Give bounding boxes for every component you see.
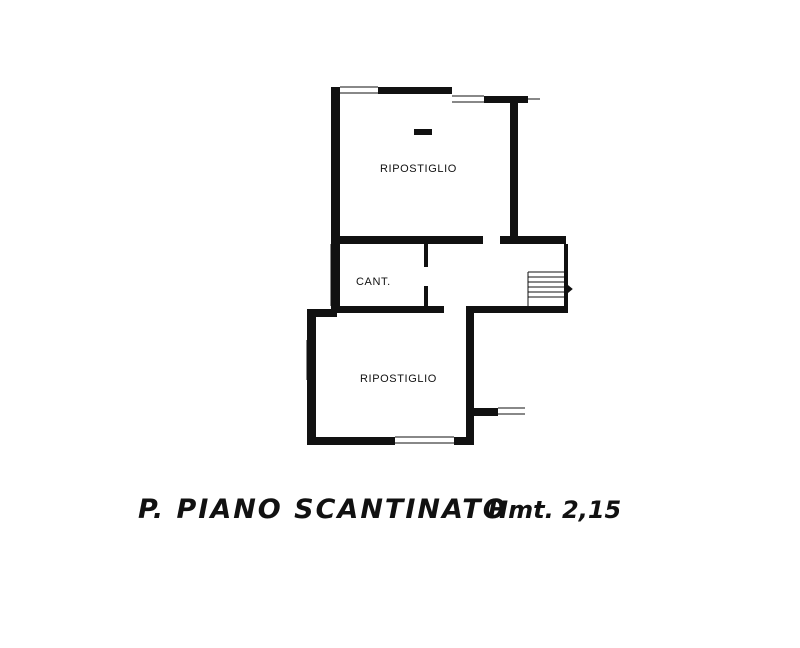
room-label-upper-storage: RIPOSTIGLIO (380, 163, 457, 175)
room-label-lower-storage: RIPOSTIGLIO (360, 373, 437, 385)
wall-corridor-bottom (466, 306, 568, 313)
wall-upper-top-mid (378, 87, 452, 94)
wall-stair-right (564, 244, 568, 310)
wall-upper-bottom (331, 236, 483, 244)
wall-lower-top-left (307, 309, 337, 317)
wall-lower-bottom-left (307, 437, 395, 445)
wall-cantina-divider-lower (424, 286, 428, 310)
wall-upper-top-right (484, 96, 528, 103)
walls (307, 87, 568, 445)
wall-cantina-divider (424, 244, 428, 267)
windows (306, 86, 540, 444)
staircase (527, 271, 573, 306)
stair-arrow-icon (565, 282, 573, 296)
wall-upper-right (510, 96, 518, 244)
floor-caption: P. PIANO SCANTINATO (138, 494, 508, 525)
room-label-cantina: CANT. (356, 276, 391, 288)
wall-lower-ext-stub (474, 408, 498, 416)
height-caption: Hmt. 2,15 (488, 496, 621, 524)
vent-mark (414, 129, 432, 135)
wall-cantina-bottom (331, 306, 444, 313)
wall-lower-bottom-right (454, 437, 474, 445)
wall-upper-bottom-right (500, 236, 566, 244)
wall-lower-left (307, 309, 316, 445)
wall-lower-right (466, 306, 474, 445)
wall-upper-left (331, 87, 340, 309)
